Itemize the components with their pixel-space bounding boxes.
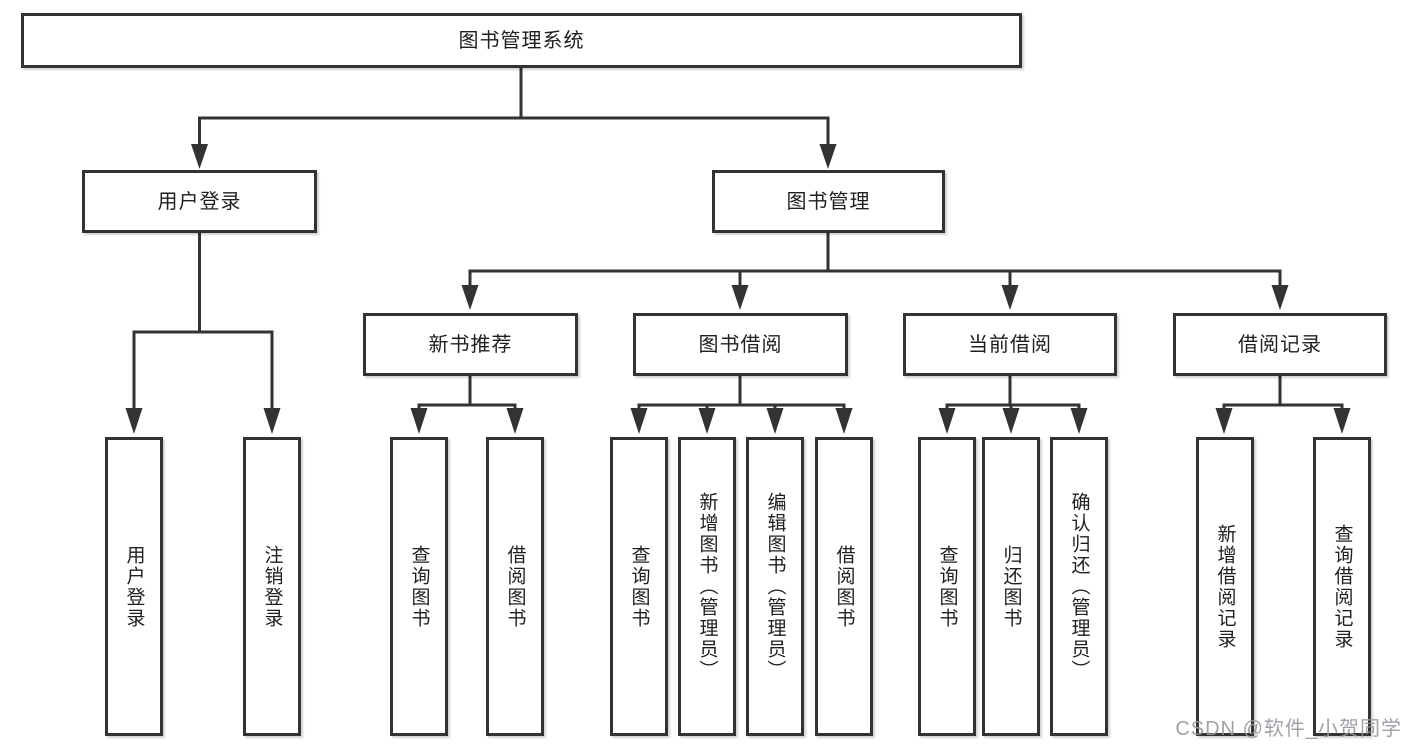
node-return-books: 归还图书 <box>982 437 1040 736</box>
node-book-management: 图书管理 <box>712 170 945 233</box>
node-logout-leaf: 注销登录 <box>243 437 301 736</box>
connector-borrowrecords-children <box>1215 374 1351 434</box>
connector-root-to-level2 <box>191 66 837 169</box>
node-add-borrow-record: 新增借阅记录 <box>1196 437 1254 736</box>
connector-newbookrec-children <box>410 374 524 434</box>
node-current-borrow: 当前借阅 <box>903 313 1117 376</box>
node-edit-books-admin: 编辑图书（管理员） <box>746 437 804 736</box>
csdn-watermark: CSDN @软件_小贺同学 <box>1175 718 1402 740</box>
node-confirm-return-admin: 确认归还（管理员） <box>1050 437 1108 736</box>
node-query-books-current: 查询图书 <box>918 437 976 736</box>
node-borrow-records: 借阅记录 <box>1173 313 1387 376</box>
node-query-books-borrow: 查询图书 <box>610 437 668 736</box>
connector-bookborrow-children <box>630 374 853 434</box>
node-add-books-admin: 新增图书（管理员） <box>678 437 736 736</box>
node-book-borrow: 图书借阅 <box>633 313 848 376</box>
node-query-books-recommend: 查询图书 <box>390 437 448 736</box>
node-user-login: 用户登录 <box>82 170 317 233</box>
node-user-login-leaf: 用户登录 <box>105 437 163 736</box>
connector-userlogin-children <box>125 231 281 434</box>
node-new-book-recommend: 新书推荐 <box>363 313 578 376</box>
node-root: 图书管理系统 <box>21 13 1022 68</box>
connector-bookmgmt-to-level3 <box>461 231 1289 310</box>
connector-currentborrow-children <box>938 374 1088 434</box>
node-query-borrow-record: 查询借阅记录 <box>1313 437 1371 736</box>
node-borrow-books-leaf: 借阅图书 <box>815 437 873 736</box>
node-borrow-books-recommend: 借阅图书 <box>486 437 544 736</box>
